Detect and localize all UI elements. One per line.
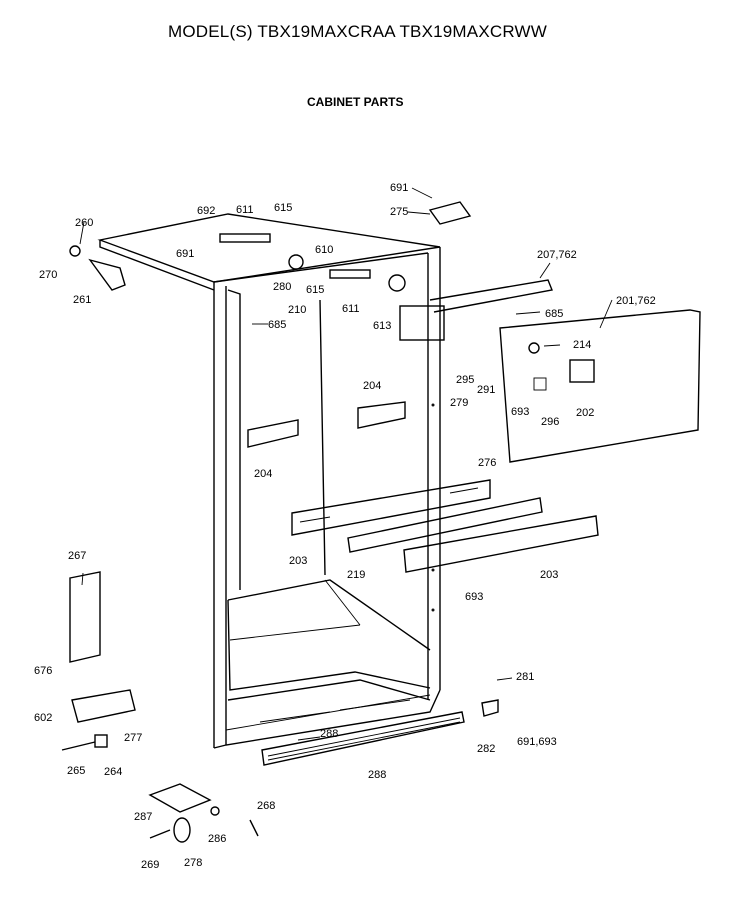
label-275: 275 — [390, 206, 408, 218]
hinge-275 — [428, 201, 472, 225]
rail-219 — [347, 497, 543, 553]
rail-203-upper — [291, 479, 491, 536]
label-685-b: 685 — [545, 308, 563, 320]
label-613: 613 — [373, 320, 391, 332]
label-280: 280 — [273, 281, 291, 293]
label-691-a: 691 — [176, 248, 194, 260]
bracket-204-left — [247, 419, 299, 448]
label-279: 279 — [450, 397, 468, 409]
label-270: 270 — [39, 269, 57, 281]
label-260: 260 — [75, 217, 93, 229]
label-219: 219 — [347, 569, 365, 581]
label-291: 291 — [477, 384, 495, 396]
label-692: 692 — [197, 205, 215, 217]
model-title: MODEL(S) TBX19MAXCRAA TBX19MAXCRWW — [168, 22, 547, 41]
cap-264 — [94, 734, 108, 748]
part-202 — [569, 359, 595, 383]
label-267: 267 — [68, 550, 86, 562]
label-611-a: 611 — [236, 204, 254, 216]
label-287: 287 — [134, 811, 152, 823]
cabinet-outline — [97, 213, 441, 749]
label-276: 276 — [478, 457, 496, 469]
side-panel-267 — [69, 571, 101, 663]
label-201-762: 201,762 — [616, 295, 656, 307]
hinge-261 — [88, 258, 126, 291]
tube-207 — [429, 279, 553, 313]
label-691-b: 691 — [390, 182, 408, 194]
caster-278 — [173, 817, 191, 843]
label-204-left: 204 — [254, 468, 272, 480]
label-691-693: 691,693 — [517, 736, 557, 748]
label-268: 268 — [257, 800, 275, 812]
fan-613 — [388, 274, 406, 292]
grille-288 — [261, 711, 465, 766]
label-288-b: 288 — [368, 769, 386, 781]
label-265: 265 — [67, 765, 85, 777]
leveler-265 — [61, 741, 96, 751]
label-610: 610 — [315, 244, 333, 256]
label-203-upper: 203 — [289, 555, 307, 567]
label-269: 269 — [141, 859, 159, 871]
label-277: 277 — [124, 732, 142, 744]
label-203-lower: 203 — [540, 569, 558, 581]
label-202: 202 — [576, 407, 594, 419]
plate-287 — [148, 783, 212, 813]
label-676: 676 — [34, 665, 52, 677]
label-204-right: 204 — [363, 380, 381, 392]
rail-203-lower — [403, 515, 599, 573]
label-278: 278 — [184, 857, 202, 869]
label-693-a: 693 — [511, 406, 529, 418]
label-296: 296 — [541, 416, 559, 428]
leader-lines — [79, 187, 613, 741]
control-panel-201 — [499, 309, 701, 463]
label-282: 282 — [477, 743, 495, 755]
section-title: CABINET PARTS — [307, 95, 404, 109]
hinge-282 — [481, 699, 499, 717]
label-286: 286 — [208, 833, 226, 845]
label-615-a: 615 — [274, 202, 292, 214]
bracket-277 — [71, 689, 136, 723]
bracket-204-right — [357, 401, 406, 429]
label-615-b: 615 — [306, 284, 324, 296]
label-281: 281 — [516, 671, 534, 683]
label-611-b: 611 — [342, 303, 360, 315]
label-210: 210 — [288, 304, 306, 316]
label-261: 261 — [73, 294, 91, 306]
label-264: 264 — [104, 766, 122, 778]
label-214: 214 — [573, 339, 591, 351]
label-602: 602 — [34, 712, 52, 724]
label-295: 295 — [456, 374, 474, 386]
label-685-a: 685 — [268, 319, 286, 331]
label-207-762: 207,762 — [537, 249, 577, 261]
label-693-b: 693 — [465, 591, 483, 603]
label-288-a: 288 — [320, 728, 338, 740]
